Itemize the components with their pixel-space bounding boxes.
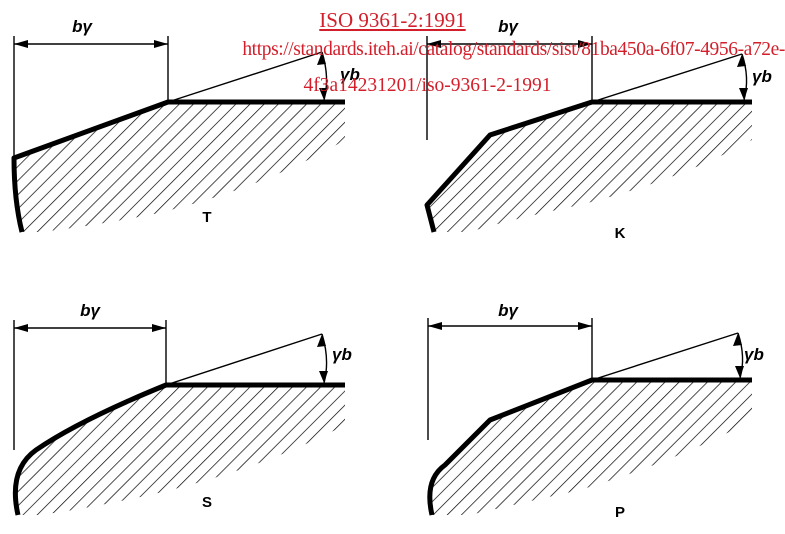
panel-P-tool-outline — [427, 377, 752, 516]
panel-K-dim-arrow-left — [427, 40, 441, 48]
panel-S-angle-arrow-bottom — [319, 371, 328, 383]
panel-P-dim-arrow-left — [428, 322, 442, 330]
watermark-url-line1[interactable]: https://standards.iteh.ai/catalog/standa… — [242, 39, 785, 60]
watermark-standard-link[interactable]: ISO 9361-2:1991 — [319, 8, 466, 32]
panel-S-dim-arrow-right — [152, 324, 166, 332]
panel-P-hatch-mask — [470, 420, 752, 515]
panel-T: bγ γb T — [11, 17, 360, 233]
panel-S-angle-arrow-top — [317, 334, 326, 347]
panel-P-dim-arrow-right — [578, 322, 592, 330]
panel-S-profile-label: S — [202, 494, 212, 511]
panel-K-angle-arrow-bottom — [739, 88, 748, 100]
panel-T-dim-arrow-left — [14, 40, 28, 48]
panel-K-rake-line — [591, 53, 743, 103]
panel-P-angle-arrow-top — [733, 333, 742, 346]
panel-T-profile-label: T — [202, 209, 211, 226]
panel-T-tool-outline — [11, 99, 345, 233]
panel-K: bγ γb K — [424, 17, 772, 242]
panel-T-angle-label: γb — [340, 65, 360, 84]
panel-K-dim-label: bγ — [498, 17, 519, 36]
panel-P-dim-label: bγ — [498, 301, 519, 320]
panel-K-hatch-mask — [470, 140, 752, 232]
panel-K-angle-arrow-top — [737, 54, 746, 67]
panel-T-dim-label: bγ — [72, 17, 93, 36]
panel-K-dim-arrow-right — [578, 40, 592, 48]
panel-P-angle-label: γb — [744, 345, 764, 364]
panel-S-tool-outline — [12, 382, 345, 516]
watermark-url-line2[interactable]: 4f3a14231201/iso-9361-2-1991 — [303, 75, 552, 96]
panel-T-rake-line — [167, 51, 323, 103]
panel-T-angle-arrow-bottom — [319, 88, 328, 100]
panel-P: bγ γb P — [427, 301, 764, 521]
panel-K-profile-label: K — [615, 225, 626, 242]
panel-T-hatch-mask — [40, 140, 345, 232]
panel-T-dim-arrow-right — [154, 40, 168, 48]
panel-K-hatch — [427, 102, 752, 232]
panel-S-dim-label: bγ — [80, 301, 101, 320]
panel-T-hatch — [14, 102, 345, 232]
panel-P-rake-line — [591, 332, 739, 381]
panel-K-tool-outline — [424, 99, 752, 233]
panel-S-hatch-mask — [40, 425, 345, 515]
panel-T-angle-arrow-top — [317, 52, 326, 65]
panel-P-profile-label: P — [615, 504, 625, 521]
panel-S-dim-arrow-left — [14, 324, 28, 332]
panel-S: bγ γb S — [12, 301, 352, 516]
panel-S-rake-line — [165, 333, 323, 386]
panel-P-angle-arrow-bottom — [735, 366, 744, 378]
panel-S-angle-label: γb — [332, 345, 352, 364]
panel-K-angle-label: γb — [752, 67, 772, 86]
